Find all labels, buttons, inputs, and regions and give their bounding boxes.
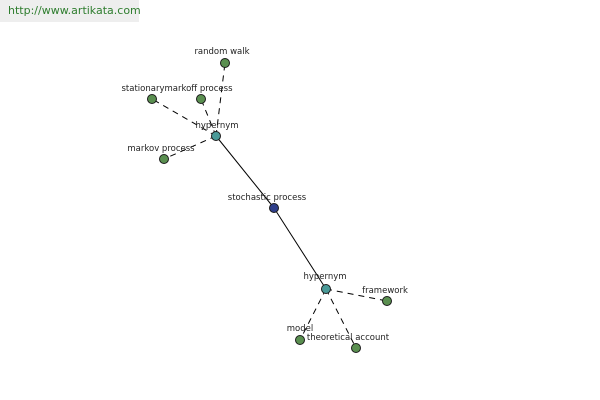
source-url-link[interactable]: http://www.artikata.com — [0, 0, 141, 22]
label-stationary-markoff-process: stationarymarkoff process — [121, 84, 233, 94]
node-hypernym-top[interactable] — [211, 131, 221, 141]
node-stochastic-process[interactable] — [269, 203, 279, 213]
edge-top-hypernym-center — [215, 135, 275, 209]
node-markoff-process[interactable] — [196, 94, 206, 104]
edge-hypernym-markov-process — [163, 135, 217, 160]
label-markov-process: markov process — [127, 144, 195, 154]
label-hypernym-bottom: hypernym — [303, 272, 346, 282]
label-model: model — [287, 324, 313, 334]
node-stationary[interactable] — [147, 94, 157, 104]
edge-hypernym-stationary — [151, 98, 217, 137]
edge-hypernym-random-walk — [215, 62, 226, 137]
label-framework: framework — [362, 286, 408, 296]
label-random-walk: random walk — [194, 47, 249, 57]
node-framework[interactable] — [382, 296, 392, 306]
edge-center-bottom-hypernym — [273, 207, 327, 290]
label-stochastic-process: stochastic process — [228, 193, 307, 203]
edge-hypernym-theoretical-account — [325, 288, 357, 349]
node-model[interactable] — [295, 335, 305, 345]
label-hypernym-top: hypernym — [195, 121, 238, 131]
edge-hypernym-markoff — [200, 98, 217, 137]
edge-hypernym-model — [299, 288, 327, 341]
node-hypernym-bottom[interactable] — [321, 284, 331, 294]
node-theoretical-account[interactable] — [351, 343, 361, 353]
label-theoretical-account: theoretical account — [307, 333, 390, 343]
node-random-walk[interactable] — [220, 58, 230, 68]
node-markov-process[interactable] — [159, 154, 169, 164]
